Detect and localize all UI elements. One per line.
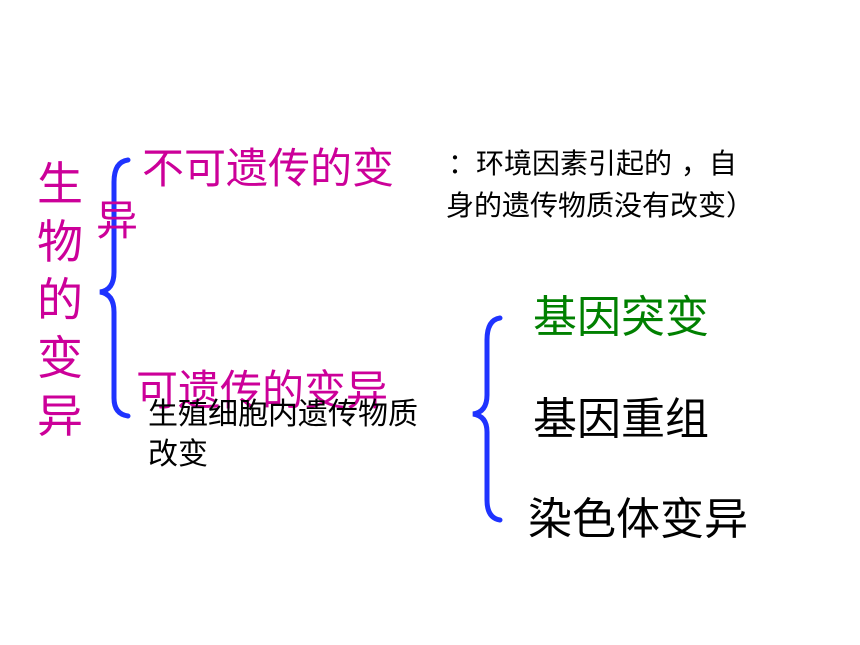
main-brace xyxy=(99,157,131,419)
subtype-chromosome-variation: 染色体变异 xyxy=(528,494,748,545)
subtype-gene-mutation: 基因突变 xyxy=(533,292,709,343)
heritable-label: 可遗传的变异 xyxy=(136,366,389,415)
topic-title: 生物的变异 xyxy=(37,157,83,443)
nonheritable-note-line2: 身的遗传物质没有改变） xyxy=(446,189,755,222)
heritable-note-line2: 改变 xyxy=(148,437,208,472)
nonheritable-label-part2: 异 xyxy=(96,196,139,245)
nonheritable-label-part1: 不可遗传的变 xyxy=(142,144,395,193)
nonheritable-note-line1: ：环境因素引起的 ，自 xyxy=(448,147,737,180)
heritable-note-line1: 生殖细胞内遗传物质 xyxy=(148,397,418,432)
subtype-gene-recombination: 基因重组 xyxy=(533,394,709,445)
sub-brace xyxy=(472,315,503,523)
